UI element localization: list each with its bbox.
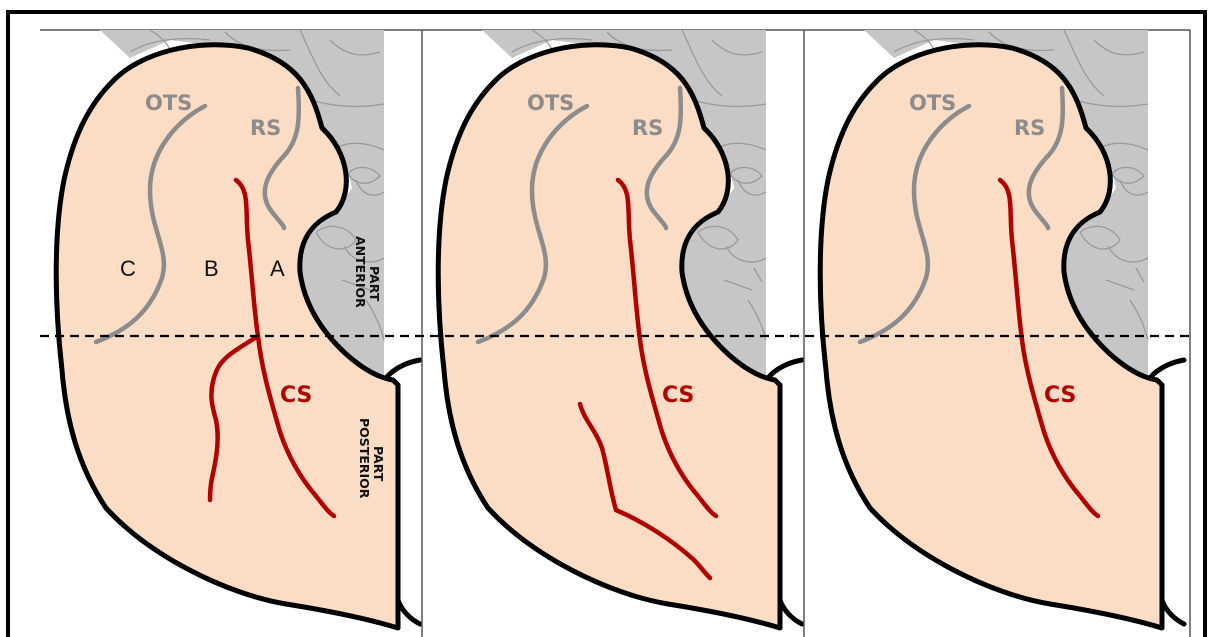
svg-text:ANTERIOR: ANTERIOR xyxy=(353,236,368,308)
svg-text:PART: PART xyxy=(371,446,386,482)
cs-label: CS xyxy=(280,383,312,408)
ots-label: OTS xyxy=(909,91,956,115)
ots-label: OTS xyxy=(527,91,574,115)
panel-2: OTS RS CS xyxy=(422,30,802,637)
cs-label: CS xyxy=(1044,383,1076,408)
panel-1: OTS RS CS A B C ANTERIOR PART POSTERIOR … xyxy=(56,30,420,628)
panel-3: OTS RS CS xyxy=(804,30,1190,637)
svg-text:POSTERIOR: POSTERIOR xyxy=(357,418,372,499)
ots-label: OTS xyxy=(145,91,192,115)
rs-label: RS xyxy=(1014,116,1045,140)
cs-label: CS xyxy=(662,383,694,408)
region-c-label: C xyxy=(120,256,136,281)
region-a-label: A xyxy=(270,256,285,281)
rs-label: RS xyxy=(250,116,281,140)
rs-label: RS xyxy=(632,116,663,140)
region-b-label: B xyxy=(204,256,219,281)
svg-text:PART: PART xyxy=(367,266,382,302)
